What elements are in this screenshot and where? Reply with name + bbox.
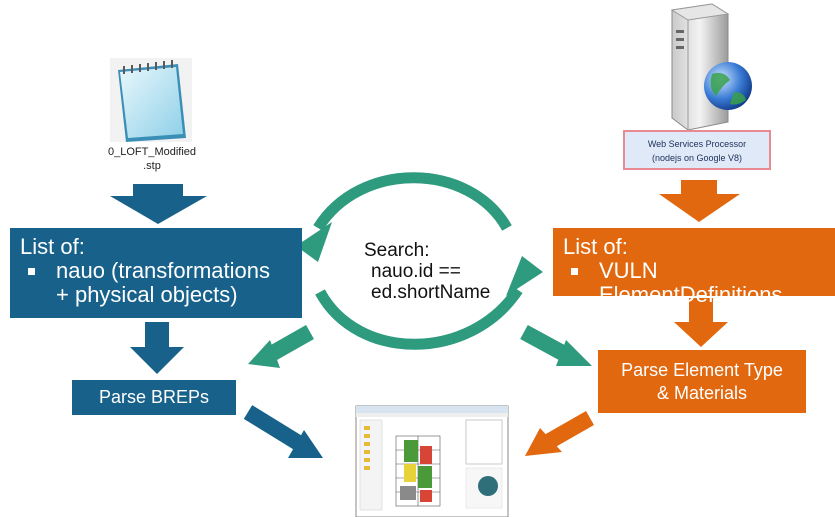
left-list-item: nauo (transformations + physical objects… <box>20 259 302 307</box>
web-services-line2: (nodejs on Google V8) <box>651 153 743 163</box>
nauo-list-box: List of: nauo (transformations + physica… <box>10 228 302 318</box>
blue-arrow-to-result <box>243 405 323 458</box>
orange-arrow-to-result <box>525 411 594 456</box>
orange-arrow-list-to-element <box>674 298 728 347</box>
left-list-item-line1: nauo (transformations <box>56 258 270 283</box>
search-line2: nauo.id == <box>371 261 461 282</box>
parse-element-line2: & Materials <box>656 383 748 403</box>
file-name-line2: .stp <box>143 160 161 172</box>
parse-breps-box: Parse BREPs <box>72 380 236 415</box>
bullet-icon <box>571 268 578 275</box>
bullet-icon <box>28 268 35 275</box>
search-criteria: Search: nauo.id == ed.shortName <box>364 240 494 303</box>
blue-arrow-file-to-list <box>110 184 207 224</box>
search-line1: Search: <box>364 240 430 261</box>
parse-element-type-box: Parse Element Type & Materials <box>598 350 806 413</box>
blue-arrow-list-to-breps <box>130 322 184 374</box>
right-list-heading: List of: <box>563 234 628 259</box>
search-cycle-arrows <box>313 172 523 350</box>
web-services-line1: Web Services Processor <box>647 139 747 149</box>
left-list-heading: List of: <box>20 234 85 259</box>
orange-arrow-ws-to-list <box>659 180 740 222</box>
cycle-arrowhead-right <box>506 256 543 296</box>
cad-application-screenshot-icon <box>355 405 509 517</box>
teal-arrow-to-breps <box>248 325 314 368</box>
notepad-file-icon <box>110 58 192 142</box>
parse-element-line1: Parse Element Type <box>621 360 783 380</box>
cycle-arrowhead-left <box>296 222 332 262</box>
search-line3: ed.shortName <box>371 282 491 303</box>
teal-arrow-to-element <box>520 324 592 366</box>
server-globe-icon <box>670 3 752 131</box>
right-list-item: VULN ElementDefinitions <box>563 259 835 307</box>
web-services-label: Web Services Processor (nodejs on Google… <box>623 130 771 170</box>
left-list-item-line2: + physical objects) <box>56 282 238 307</box>
file-name-label: 0_LOFT_Modified .stp <box>108 145 196 173</box>
right-list-item-text: VULN ElementDefinitions <box>599 258 783 307</box>
parse-breps-label: Parse BREPs <box>98 387 210 407</box>
element-definitions-list-box: List of: VULN ElementDefinitions <box>553 228 835 307</box>
file-name-line1: 0_LOFT_Modified <box>108 146 197 158</box>
